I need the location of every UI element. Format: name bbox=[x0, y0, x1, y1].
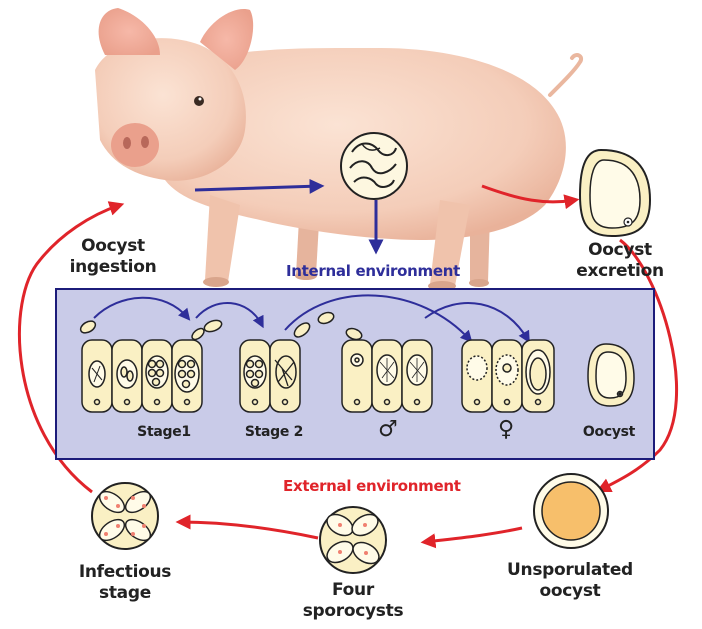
infectious-stage-label: Infectious stage bbox=[70, 562, 180, 604]
stage1-cells bbox=[82, 340, 202, 412]
unsporulated-oocyst-icon bbox=[534, 474, 608, 548]
infectious-stage-line1: Infectious bbox=[70, 562, 180, 583]
four-sporocysts-label: Four sporocysts bbox=[298, 580, 408, 622]
oocyst-excretion-line1: Oocyst bbox=[565, 240, 675, 261]
oocyst-excretion-label: Oocyst excretion bbox=[565, 240, 675, 282]
infectious-oocyst-icon bbox=[92, 483, 158, 549]
male-gamont-cells bbox=[342, 340, 432, 412]
panel-oocyst-icon bbox=[588, 344, 634, 406]
female-symbol: ♀ bbox=[486, 417, 526, 442]
male-symbol: ♂ bbox=[368, 417, 408, 442]
unsporulated-oocyst-line1: Unsporulated bbox=[500, 560, 640, 581]
unsporulated-oocyst-line2: oocyst bbox=[500, 581, 640, 602]
oocyst-ingestion-line1: Oocyst bbox=[58, 236, 168, 257]
sporocysts-icon bbox=[320, 507, 386, 573]
four-sporocysts-line2: sporocysts bbox=[298, 601, 408, 622]
oocyst-icon bbox=[580, 150, 650, 236]
internal-environment-label: Internal environment bbox=[286, 262, 460, 280]
oocyst-ingestion-line2: ingestion bbox=[58, 257, 168, 278]
external-environment-label: External environment bbox=[283, 477, 461, 495]
unsporulated-oocyst-label: Unsporulated oocyst bbox=[500, 560, 640, 602]
four-sporocysts-line1: Four bbox=[298, 580, 408, 601]
oocyst-ingestion-label: Oocyst ingestion bbox=[58, 236, 168, 278]
female-gamont-cells bbox=[462, 340, 554, 412]
panel-oocyst-label: Oocyst bbox=[574, 424, 644, 440]
intestine-icon bbox=[341, 133, 407, 199]
stage1-label: Stage1 bbox=[128, 424, 200, 440]
stage2-label: Stage 2 bbox=[238, 424, 310, 440]
infectious-stage-line2: stage bbox=[70, 583, 180, 604]
stage2-cells bbox=[240, 340, 300, 412]
oocyst-excretion-line2: excretion bbox=[565, 261, 675, 282]
